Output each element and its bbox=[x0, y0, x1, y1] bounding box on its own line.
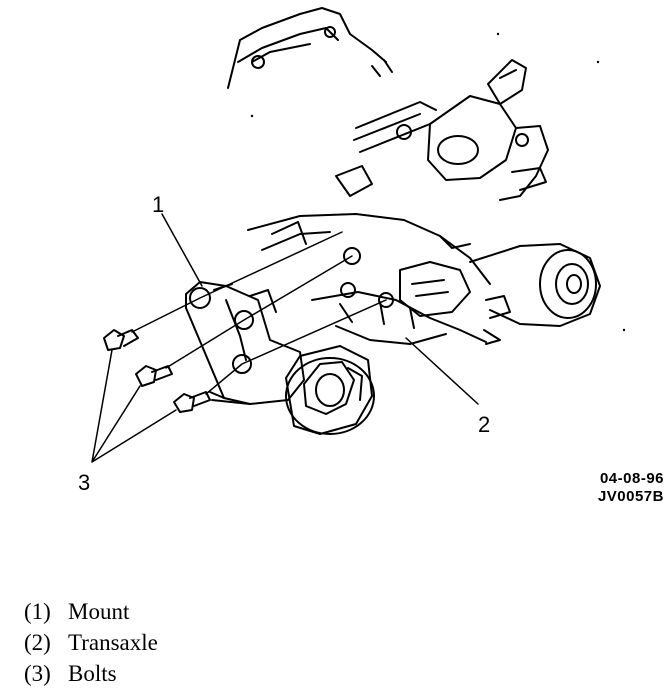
print-specks bbox=[250, 32, 626, 332]
transaxle-housing bbox=[247, 213, 601, 345]
alignment-lines bbox=[131, 231, 387, 395]
legend-label: Bolts bbox=[68, 661, 117, 686]
callout-3: 3 bbox=[78, 470, 90, 495]
callout-leaders bbox=[91, 213, 479, 463]
callout-1: 1 bbox=[152, 192, 164, 217]
legend-label: Transaxle bbox=[68, 630, 158, 655]
legend-number: (3) bbox=[24, 661, 51, 686]
legend-item: (2) Transaxle bbox=[24, 627, 158, 658]
bolt bbox=[135, 365, 173, 387]
legend-label: Mount bbox=[68, 599, 130, 624]
legend-number: (2) bbox=[24, 630, 51, 655]
bolt bbox=[173, 391, 211, 413]
actuator-assembly bbox=[335, 59, 549, 201]
bolts bbox=[103, 329, 211, 413]
figure-id: JV0057B bbox=[597, 488, 664, 505]
callout-2: 2 bbox=[478, 412, 490, 437]
upper-bracket bbox=[227, 7, 393, 89]
mount-assembly bbox=[185, 281, 375, 435]
legend: (1) Mount (2) Transaxle (3) Bolts bbox=[24, 596, 158, 689]
legend-item: (3) Bolts bbox=[24, 658, 158, 689]
bolt bbox=[103, 329, 139, 351]
legend-number: (1) bbox=[24, 599, 51, 624]
figure-date: 04-08-96 bbox=[599, 470, 664, 487]
mount-transaxle-diagram: 1 2 3 bbox=[78, 7, 626, 495]
legend-item: (1) Mount bbox=[24, 596, 158, 627]
